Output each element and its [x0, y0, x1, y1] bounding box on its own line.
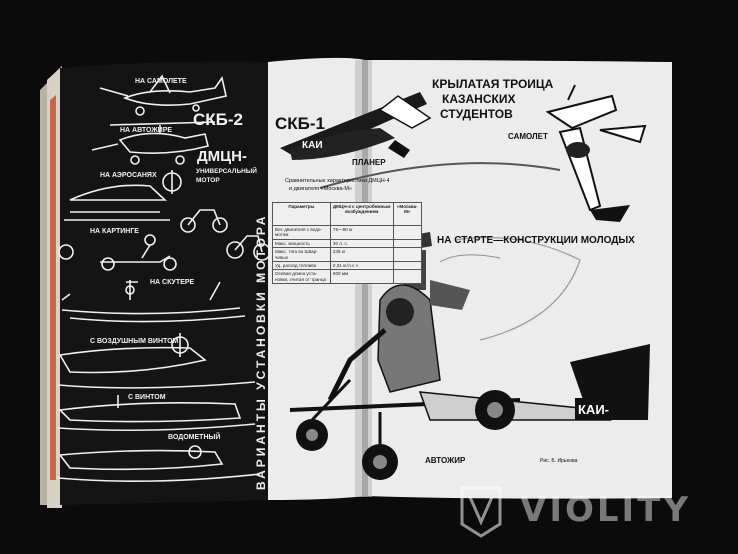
spec-table-wrap: Параметры ДМЦН-4 с центробежным возбужде… [272, 202, 423, 308]
watermark-text: VIOLITY [520, 490, 691, 530]
autogyro-label: АВТОЖИР [425, 456, 466, 465]
caption-aerosani: НА АЭРОСАНЯХ [100, 172, 157, 179]
caption-with-screw: С ВИНТОМ [128, 394, 166, 401]
table-header: «Москва-М» [392, 202, 423, 226]
table-header: Параметры [272, 202, 331, 226]
airplane-drawing [99, 74, 227, 116]
violity-logo-icon [460, 486, 502, 538]
start-headline: НА СТАРТЕ—КОНСТРУКЦИИ МОЛОДЫХ [437, 235, 635, 246]
samolet-label: САМОЛЕТ [508, 132, 548, 141]
headline-line-3: СТУДЕНТОВ [440, 107, 513, 121]
headline-line-1: КРЫЛАТАЯ ТРОИЦА [432, 77, 554, 91]
spec-table: Параметры ДМЦН-4 с центробежным возбужде… [272, 202, 423, 285]
motorcycles-drawing [180, 209, 271, 261]
table-cell: Осевая длина уста-новки, считая от транц… [272, 269, 331, 285]
screw-boat-drawing [57, 395, 256, 432]
kai-glider-label: КАИ [302, 140, 323, 151]
caption-autogyro: НА АВТОЖИРЕ [120, 127, 173, 134]
table-cell [392, 238, 423, 249]
karting-drawing [58, 234, 177, 271]
table-row: Макс. тяга во Швар-чевых 245 кг [272, 247, 423, 263]
table-cell: Вес двигателя с водо-мотом [272, 225, 331, 240]
table-title-line-2: и двигателя «Москва-М» [289, 186, 352, 192]
illustration-credit: Рис. Б. Ирьеова [540, 458, 578, 464]
autogyro-drawing [91, 121, 216, 165]
planer-label: ПЛАНЕР [352, 158, 386, 167]
autogyro-rotor-drawing [319, 162, 581, 341]
table-cell [392, 261, 423, 271]
table-cell: 75—80 кг [329, 225, 394, 240]
glider-drawing [280, 92, 432, 160]
caption-airplane: НА САМОЛЕТЕ [135, 78, 187, 85]
left-illustrations [57, 74, 271, 482]
table-cell: 245 кг [329, 247, 394, 263]
table-row: Вес двигателя с водо-мотом 75—80 кг [272, 225, 423, 240]
samolet-drawing [545, 84, 647, 222]
aerosani-drawing [64, 170, 182, 221]
caption-karting: НА КАРТИНГЕ [90, 228, 139, 235]
table-cell: Макс. мощность [272, 238, 331, 249]
dmcn-subtitle-2: МОТОР [196, 177, 220, 184]
table-cell [392, 225, 423, 240]
table-cell: 600 мм [329, 269, 394, 285]
table-row: Уд. расход топлива 0,31 кг/л.с.ч [272, 261, 423, 271]
table-cell: Макс. тяга во Швар-чевых [272, 247, 331, 263]
dmcn-title: ДМЦН- [197, 148, 247, 165]
table-row: Макс. мощность 30 л. с. [272, 238, 423, 249]
skb1-title: СКБ-1 [275, 114, 325, 133]
dmcn-subtitle-1: УНИВЕРСАЛЬНЫЙ [196, 168, 257, 175]
scooter-drawing [61, 280, 246, 323]
headline-line-2: КАЗАНСКИХ [442, 92, 516, 106]
table-cell: 0,31 кг/л.с.ч [329, 261, 394, 271]
table-cell [392, 247, 423, 263]
table-row: Осевая длина уста-новки, считая от транц… [272, 269, 423, 285]
caption-scooter: НА СКУТЕРЕ [150, 279, 195, 286]
caption-air-screw: С ВОЗДУШНЫМ ВИНТОМ [90, 338, 179, 345]
table-header-row: Параметры ДМЦН-4 с центробежным возбужде… [272, 202, 423, 226]
table-cell [392, 269, 423, 285]
caption-waterjet: ВОДОМЕТНЫЙ [168, 434, 221, 441]
table-header: ДМЦН-4 с центробежным возбуждением [329, 202, 394, 226]
vertical-heading: ВАРИАНТЫ УСТАНОВКИ МОТОРА [254, 213, 268, 490]
table-cell: 30 л. с. [329, 238, 394, 249]
table-title-line-1: Сравнительные характеристики ДМЦН-4 [285, 178, 390, 184]
air-screw-boat-drawing [57, 333, 256, 389]
left-page [60, 61, 268, 505]
skb2-title: СКБ-2 [193, 110, 243, 129]
waterjet-boat-drawing [57, 445, 261, 482]
kai-tail-label: КАИ- [578, 402, 609, 417]
table-cell: Уд. расход топлива [272, 261, 331, 271]
